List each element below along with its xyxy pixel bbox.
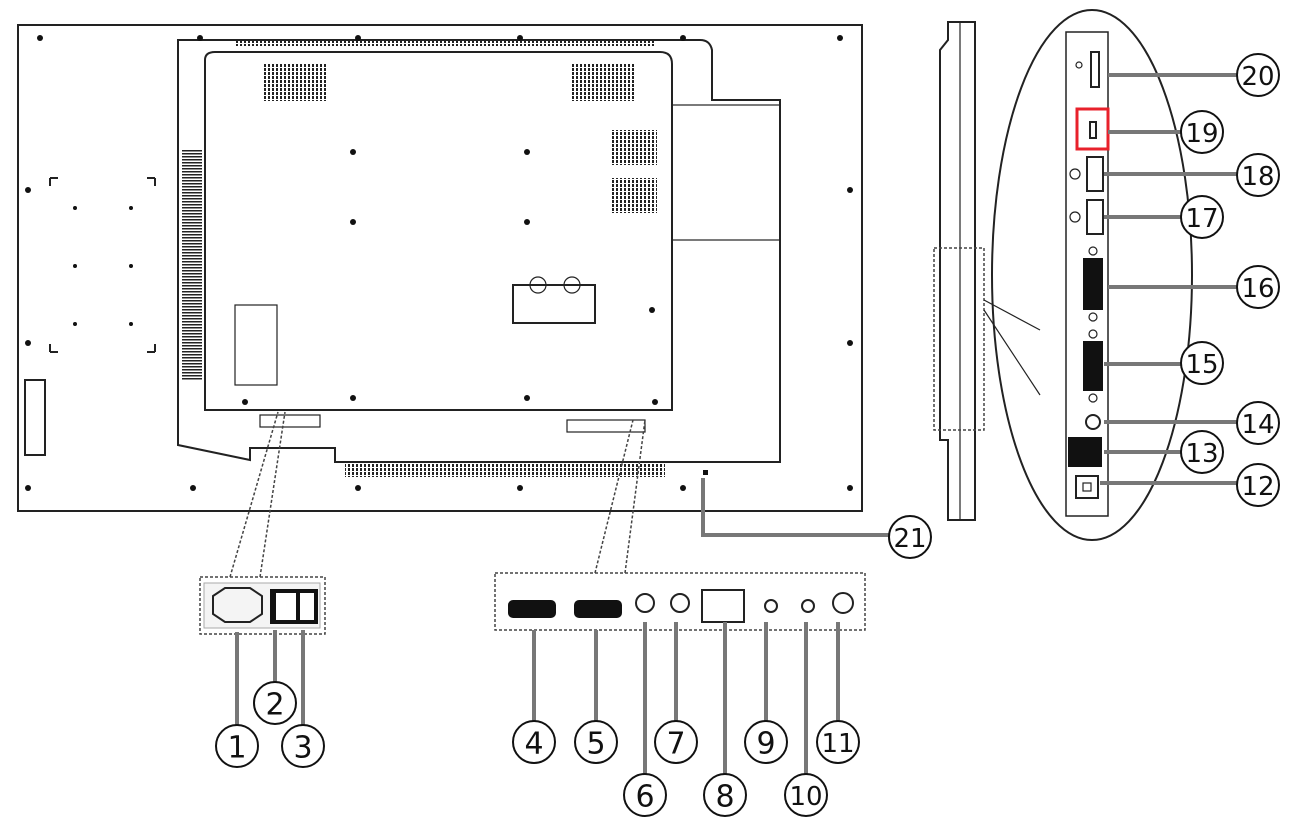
highlight-box — [1075, 107, 1110, 151]
svg-text:15: 15 — [1185, 350, 1218, 380]
svg-text:20: 20 — [1241, 62, 1274, 92]
svg-text:4: 4 — [524, 727, 543, 762]
ac-inlet-icon — [212, 587, 263, 623]
rs232-icon — [832, 592, 854, 614]
usb-a-ports-icon — [1068, 437, 1102, 467]
callout-2: 2 — [253, 681, 297, 725]
svg-text:17: 17 — [1185, 204, 1218, 234]
side-connector-panel — [991, 9, 1193, 541]
svg-text:9: 9 — [756, 727, 775, 762]
ir-out-icon — [670, 593, 690, 613]
svg-text:10: 10 — [789, 782, 822, 812]
callout-6: 6 — [623, 773, 667, 817]
svg-text:13: 13 — [1185, 439, 1218, 469]
usb-c-port-icon — [1089, 121, 1097, 139]
svg-text:5: 5 — [586, 727, 605, 762]
callout-20: 20 — [1236, 53, 1280, 97]
svg-text:6: 6 — [635, 780, 654, 815]
callout-3: 3 — [281, 724, 325, 768]
callout-1: 1 — [215, 724, 259, 768]
svg-text:3: 3 — [293, 731, 312, 766]
sd-card-slot-icon — [1090, 51, 1100, 88]
callout-13: 13 — [1180, 430, 1224, 474]
callout-17: 17 — [1180, 195, 1224, 239]
dvi-in-icon — [1083, 341, 1103, 391]
audio-jack-icon — [1085, 414, 1101, 430]
displayport-in-icon — [1086, 199, 1104, 235]
svg-text:21: 21 — [893, 524, 926, 554]
callout-16: 16 — [1236, 265, 1280, 309]
svg-text:14: 14 — [1241, 410, 1274, 440]
power-connector-detail — [199, 411, 326, 635]
callout-21: 21 — [888, 515, 932, 559]
svg-text:12: 12 — [1241, 472, 1274, 502]
rj45-icon — [701, 589, 745, 623]
callout-10: 10 — [784, 773, 828, 817]
displayport-out-icon — [1086, 156, 1104, 192]
callout-5: 5 — [574, 720, 618, 764]
dvi-out-icon — [1083, 258, 1103, 310]
callout-4: 4 — [512, 720, 556, 764]
io-connector-detail — [494, 419, 866, 631]
callout-9: 9 — [744, 720, 788, 764]
callout-14: 14 — [1236, 401, 1280, 445]
svg-text:16: 16 — [1241, 274, 1274, 304]
monitor-side-view — [933, 21, 1041, 521]
usb-b-port-icon — [1075, 475, 1099, 499]
callout-12: 12 — [1236, 463, 1280, 507]
monitor-rear-view — [17, 24, 863, 512]
leader-lines — [235, 73, 1238, 775]
svg-text:2: 2 — [265, 688, 284, 723]
svg-text:1: 1 — [227, 731, 246, 766]
callout-18: 18 — [1236, 153, 1280, 197]
svg-text:19: 19 — [1185, 119, 1218, 149]
svg-text:18: 18 — [1241, 162, 1274, 192]
callout-15: 15 — [1180, 341, 1224, 385]
audio-out-icon — [801, 599, 815, 613]
audio-in-icon — [764, 599, 778, 613]
svg-text:7: 7 — [666, 727, 685, 762]
callout-19: 19 — [1180, 110, 1224, 154]
callout-8: 8 — [703, 773, 747, 817]
callout-7: 7 — [654, 720, 698, 764]
svg-text:8: 8 — [715, 780, 734, 815]
callout-11: 11 — [816, 720, 860, 764]
svg-text:11: 11 — [821, 729, 854, 759]
hdmi-1-icon — [508, 600, 556, 618]
ir-in-icon — [635, 593, 655, 613]
hdmi-2-icon — [574, 600, 622, 618]
